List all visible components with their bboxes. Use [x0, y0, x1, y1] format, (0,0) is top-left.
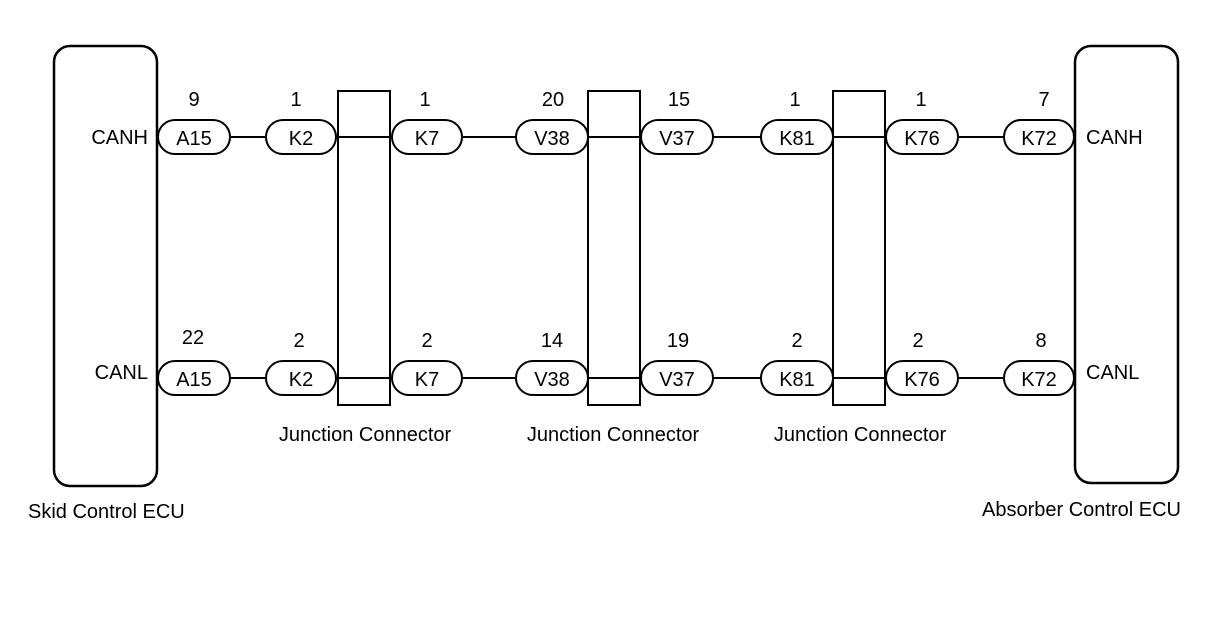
junction-connector-label: Junction Connector: [527, 424, 700, 446]
canh-pin-number: 1: [789, 89, 800, 111]
canh-connector-code: K76: [904, 128, 940, 150]
canh-connector-code: K72: [1021, 128, 1057, 150]
canl-connector-code: K81: [779, 369, 815, 391]
canh-connector-code: K7: [415, 128, 439, 150]
junction-connector-label: Junction Connector: [279, 424, 452, 446]
canl-pin-number: 14: [541, 330, 563, 352]
canl-connector-code: K76: [904, 369, 940, 391]
canh-connector-a15: [157, 119, 231, 155]
canh-pin-number: 15: [668, 89, 690, 111]
canh-connector-v38: [515, 119, 589, 155]
left-canl-label: CANL: [95, 362, 148, 384]
canh-connector-k76: [885, 119, 959, 155]
canl-connector-k72: [1003, 360, 1075, 396]
canh-connector-k72: [1003, 119, 1075, 155]
canl-connector-v38: [515, 360, 589, 396]
canl-pin-number: 2: [912, 330, 923, 352]
canl-pin-number: 8: [1035, 330, 1046, 352]
canl-connector-code: K7: [415, 369, 439, 391]
canl-connector-code: K2: [289, 369, 313, 391]
canl-connector-code: K72: [1021, 369, 1057, 391]
canl-connector-k76: [885, 360, 959, 396]
canl-pin-number: 19: [667, 330, 689, 352]
canl-connector-code: A15: [176, 369, 212, 391]
junction-connector-box-2: [587, 90, 641, 406]
junction-connector-box-3: [832, 90, 886, 406]
canh-connector-code: K81: [779, 128, 815, 150]
canh-pin-number: 1: [290, 89, 301, 111]
canl-connector-code: V37: [659, 369, 695, 391]
canl-connector-v37: [640, 360, 714, 396]
canh-pin-number: 1: [915, 89, 926, 111]
canh-connector-code: A15: [176, 128, 212, 150]
canl-pin-number: 2: [791, 330, 802, 352]
absorber-control-ecu-box: [1073, 44, 1180, 485]
junction-connector-label: Junction Connector: [774, 424, 947, 446]
canl-connector-code: V38: [534, 369, 570, 391]
left-canh-label: CANH: [91, 127, 148, 149]
canh-pin-number: 20: [542, 89, 564, 111]
canl-pin-number: 22: [182, 327, 204, 349]
canh-connector-k81: [760, 119, 834, 155]
skid-control-ecu-box: [52, 44, 159, 488]
canh-pin-number: 9: [188, 89, 199, 111]
canh-connector-code: K2: [289, 128, 313, 150]
canl-pin-number: 2: [293, 330, 304, 352]
canl-pin-number: 2: [421, 330, 432, 352]
canh-connector-k2: [265, 119, 337, 155]
right-canh-label: CANH: [1086, 127, 1143, 149]
canh-pin-number: 1: [419, 89, 430, 111]
canh-connector-v37: [640, 119, 714, 155]
skid-control-ecu-label: Skid Control ECU: [28, 501, 185, 523]
canh-connector-k7: [391, 119, 463, 155]
canh-pin-number: 7: [1038, 89, 1049, 111]
canl-connector-k81: [760, 360, 834, 396]
junction-connector-box-1: [337, 90, 391, 406]
canl-connector-a15: [157, 360, 231, 396]
canh-connector-code: V37: [659, 128, 695, 150]
canl-connector-k2: [265, 360, 337, 396]
canl-connector-k7: [391, 360, 463, 396]
absorber-control-ecu-label: Absorber Control ECU: [982, 499, 1181, 521]
right-canl-label: CANL: [1086, 362, 1139, 384]
canh-connector-code: V38: [534, 128, 570, 150]
